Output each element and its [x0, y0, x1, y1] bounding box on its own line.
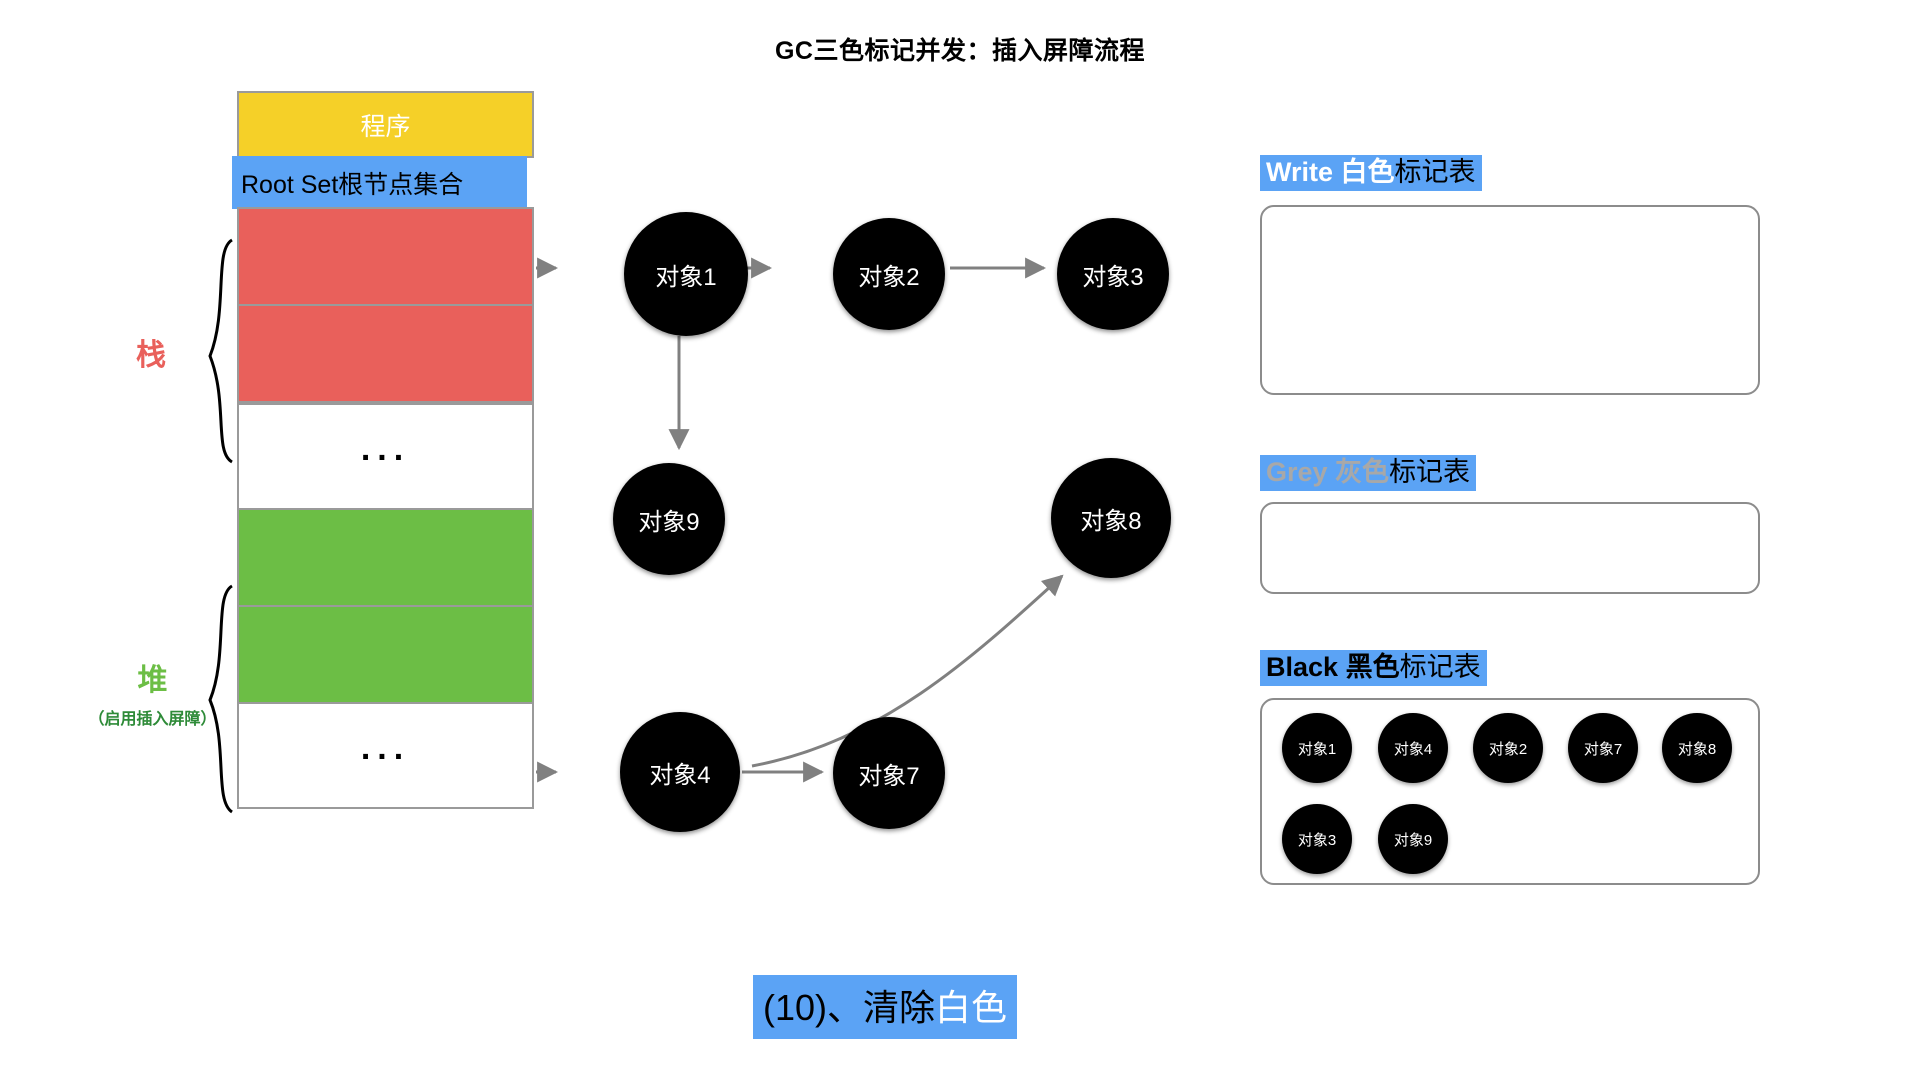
- legend-color-grey: 灰色: [1327, 457, 1390, 487]
- brace-heap: [208, 584, 234, 814]
- memory-cell-heap-slot-2: [237, 605, 534, 704]
- node-obj9[interactable]: 对象9: [613, 463, 725, 575]
- node-obj3[interactable]: 对象3: [1057, 218, 1169, 330]
- memory-cell-program: 程序: [237, 91, 534, 158]
- legend-latin-white: Write: [1266, 157, 1334, 187]
- mark-chip-obj1[interactable]: 对象1: [1282, 713, 1352, 783]
- legend-color-black: 黑色: [1338, 652, 1400, 682]
- mark-chip-obj8[interactable]: 对象8: [1662, 713, 1732, 783]
- caption-highlight: 白色: [935, 987, 1008, 1028]
- memory-cell-stack-slot-1: [237, 207, 534, 306]
- mark-chip-obj4[interactable]: 对象4: [1378, 713, 1448, 783]
- legend-title-grey: Grey 灰色标记表: [1260, 455, 1477, 492]
- memory-cell-root-set: Root Set根节点集合: [232, 156, 527, 209]
- mark-chip-obj7[interactable]: 对象7: [1568, 713, 1638, 783]
- legend-title-white: Write 白色标记表: [1260, 155, 1482, 192]
- memory-cell-heap-slot-1: [237, 508, 534, 607]
- memory-cell-stack-slot-2: [237, 304, 534, 403]
- memory-column: 程序 Root Set根节点集合 ... ...: [232, 91, 534, 809]
- node-obj2[interactable]: 对象2: [833, 218, 945, 330]
- node-obj7[interactable]: 对象7: [833, 717, 945, 829]
- legend-tail-white: 标记表: [1394, 157, 1476, 187]
- mark-chip-obj2[interactable]: 对象2: [1473, 713, 1543, 783]
- caption-prefix: (10)、清除: [763, 987, 936, 1028]
- brace-stack: [208, 238, 233, 464]
- legend-tail-grey: 标记表: [1389, 457, 1471, 487]
- legend-box-grey: [1260, 502, 1760, 594]
- legend-color-white: 白色: [1333, 157, 1395, 187]
- node-obj8[interactable]: 对象8: [1051, 458, 1171, 578]
- region-label-stack: 栈: [136, 339, 166, 372]
- region-label-heap: 堆: [137, 664, 168, 697]
- legend-latin-black: Black: [1266, 652, 1339, 682]
- mark-chip-obj3[interactable]: 对象3: [1282, 804, 1352, 874]
- node-obj4[interactable]: 对象4: [620, 712, 740, 832]
- node-obj1[interactable]: 对象1: [624, 212, 748, 336]
- memory-cell-stack-gap: ...: [237, 403, 534, 510]
- legend-box-white: [1260, 205, 1760, 395]
- region-label-heap-sublabel: （启用插入屏障）: [88, 711, 217, 728]
- memory-cell-heap-gap: ...: [237, 702, 534, 809]
- legend-latin-grey: Grey: [1266, 457, 1328, 487]
- mark-chip-obj9[interactable]: 对象9: [1378, 804, 1448, 874]
- page-title: GC三色标记并发：插入屏障流程: [774, 37, 1145, 65]
- legend-tail-black: 标记表: [1399, 652, 1481, 682]
- legend-title-black: Black 黑色标记表: [1260, 650, 1487, 687]
- step-caption: (10)、清除白色: [753, 975, 1018, 1039]
